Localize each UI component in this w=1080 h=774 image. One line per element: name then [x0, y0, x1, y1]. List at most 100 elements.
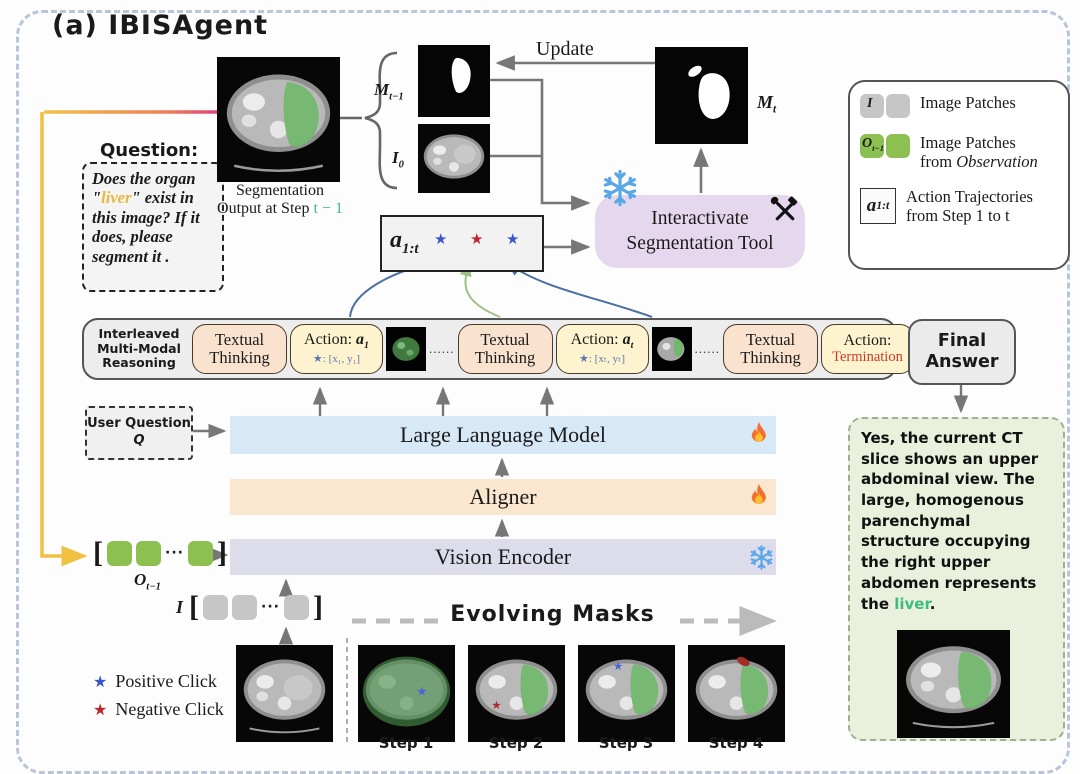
image-patch-swatch: I — [860, 94, 910, 118]
image-tokens: I [ ··· ] — [176, 590, 323, 623]
frozen-snowflake-icon — [600, 168, 640, 208]
question-text-pre: Does the organ " — [92, 169, 196, 208]
observation-tokens-label: Ot−1 — [134, 570, 161, 593]
patch-symbol-i: I — [867, 96, 873, 111]
token-dots: ··· — [165, 545, 184, 561]
evolving-mask-step3: ★ — [578, 645, 675, 742]
legend-label-image-patches: Image Patches — [920, 93, 1016, 112]
question-label: Question: — [100, 140, 199, 161]
segmentation-caption: Segmentation Output at Step t − 1 — [190, 182, 370, 217]
answer-highlight: liver — [894, 594, 930, 613]
evolving-mask-step2: ★ — [468, 645, 565, 742]
evolving-mask-step1: ★ — [358, 645, 455, 742]
step-label-2: Step 2 — [488, 734, 544, 752]
action-1-coords: ★: [x₁, y₁] — [312, 353, 361, 366]
previous-mask-label: Mt−1 — [374, 80, 404, 103]
action-termination-box: Action: Termination — [821, 324, 914, 374]
action-trajectory-symbol: a1:t — [390, 227, 419, 257]
negative-click-label: Negative Click — [115, 698, 224, 719]
answer-text: Yes, the current CT slice shows an upper… — [861, 428, 1052, 614]
positive-click-star-1: ★ — [434, 230, 448, 248]
legend-label-observation: Image Patches from Observation — [920, 133, 1038, 172]
ellipsis-1: ...... — [429, 341, 455, 356]
observation-thumbnail-t — [651, 327, 692, 371]
initial-image-label: I0 — [392, 148, 404, 171]
action-t-box: Action: at ★: [xₜ, yₜ] — [555, 324, 649, 374]
bracket-left-2: [ — [189, 590, 200, 623]
positive-click-label: Positive Click — [115, 671, 217, 691]
segmentation-output-image — [217, 57, 340, 182]
vision-encoder-bar: Vision Encoder — [230, 539, 776, 575]
caption-step-value: t − 1 — [313, 199, 343, 217]
step-label-1: Step 1 — [378, 734, 434, 752]
termination-value: Termination — [832, 348, 903, 365]
previous-mask-image — [418, 45, 490, 117]
legend-actions-line2: from Step 1 to t — [906, 205, 1010, 225]
answer-box: Yes, the current CT slice shows an upper… — [848, 417, 1065, 741]
click-legend: ★ Positive Click ★ Negative Click — [93, 668, 224, 724]
frozen-snowflake-icon-encoder — [748, 544, 775, 571]
bracket-right-2: ] — [312, 590, 323, 623]
question-box: Does the organ "liver" exist in this ima… — [82, 162, 224, 292]
aligner-bar: Aligner — [230, 479, 776, 515]
question-highlight: liver — [101, 188, 132, 208]
positive-click-star-2: ★ — [506, 230, 520, 248]
legend-box: I Image Patches Ot−1 Image Patches from … — [848, 80, 1070, 270]
figure-title: (a) IBISAgent — [52, 10, 269, 41]
image-tokens-label: I — [176, 596, 184, 617]
legend-observation-line1: Image Patches — [920, 133, 1016, 152]
bracket-left: [ — [93, 536, 103, 569]
termination-title: Action: — [843, 331, 892, 349]
input-ct-image — [236, 645, 333, 742]
current-mask-label: Mt — [757, 92, 777, 116]
legend-label-actions: Action Trajectories from Step 1 to t — [906, 187, 1033, 226]
llm-bar: Large Language Model — [230, 416, 776, 454]
legend-item-observation-patches: Ot−1 Image Patches from Observation — [860, 133, 1038, 172]
evolving-mask-step4 — [688, 645, 785, 742]
svg-text:★: ★ — [416, 683, 427, 698]
negative-click-star: ★ — [470, 230, 484, 248]
ellipsis-2: ...... — [694, 341, 720, 356]
token-dots-2: ··· — [261, 599, 280, 615]
svg-text:★: ★ — [491, 698, 501, 712]
tools-icon — [770, 196, 800, 226]
segmentation-caption-line1: Segmentation — [236, 182, 324, 199]
answer-text-pre: Yes, the current CT slice shows an upper… — [861, 429, 1039, 613]
positive-click-legend: ★ Positive Click — [93, 668, 224, 696]
negative-star-icon: ★ — [93, 701, 108, 719]
legend-item-image-patches: I Image Patches — [860, 93, 1016, 118]
observation-patch-swatch: Ot−1 — [860, 134, 910, 158]
answer-ct-image — [897, 630, 1010, 738]
action-trajectory-box: a1:t ★ ★ ★ — [380, 215, 544, 272]
action-t-title: Action: at — [570, 331, 634, 352]
current-mask-image — [655, 47, 748, 144]
caption-step-pre: Output at Step — [217, 199, 314, 217]
question-text-post: " exist in this image? If it does, pleas… — [92, 188, 200, 266]
answer-text-post: . — [929, 594, 936, 613]
patch-symbol-o: Ot−1 — [862, 136, 885, 153]
initial-image — [418, 124, 490, 193]
step-label-4: Step 4 — [708, 734, 764, 752]
svg-text:★: ★ — [613, 659, 623, 673]
positive-star-icon: ★ — [93, 674, 108, 691]
action-1-box: Action: a1 ★: [x₁, y₁] — [290, 324, 383, 374]
segmentation-caption-line2: Output at Step t − 1 — [190, 200, 370, 218]
action-t-coords: ★: [xₜ, yₜ] — [579, 353, 625, 366]
step-label-3: Step 3 — [598, 734, 654, 752]
legend-observation-from: from — [920, 151, 957, 171]
fire-icon-llm — [744, 420, 774, 450]
update-label: Update — [536, 38, 594, 60]
action-1-title: Action: a1 — [304, 331, 369, 352]
evolving-masks-title: Evolving Masks — [450, 602, 655, 627]
